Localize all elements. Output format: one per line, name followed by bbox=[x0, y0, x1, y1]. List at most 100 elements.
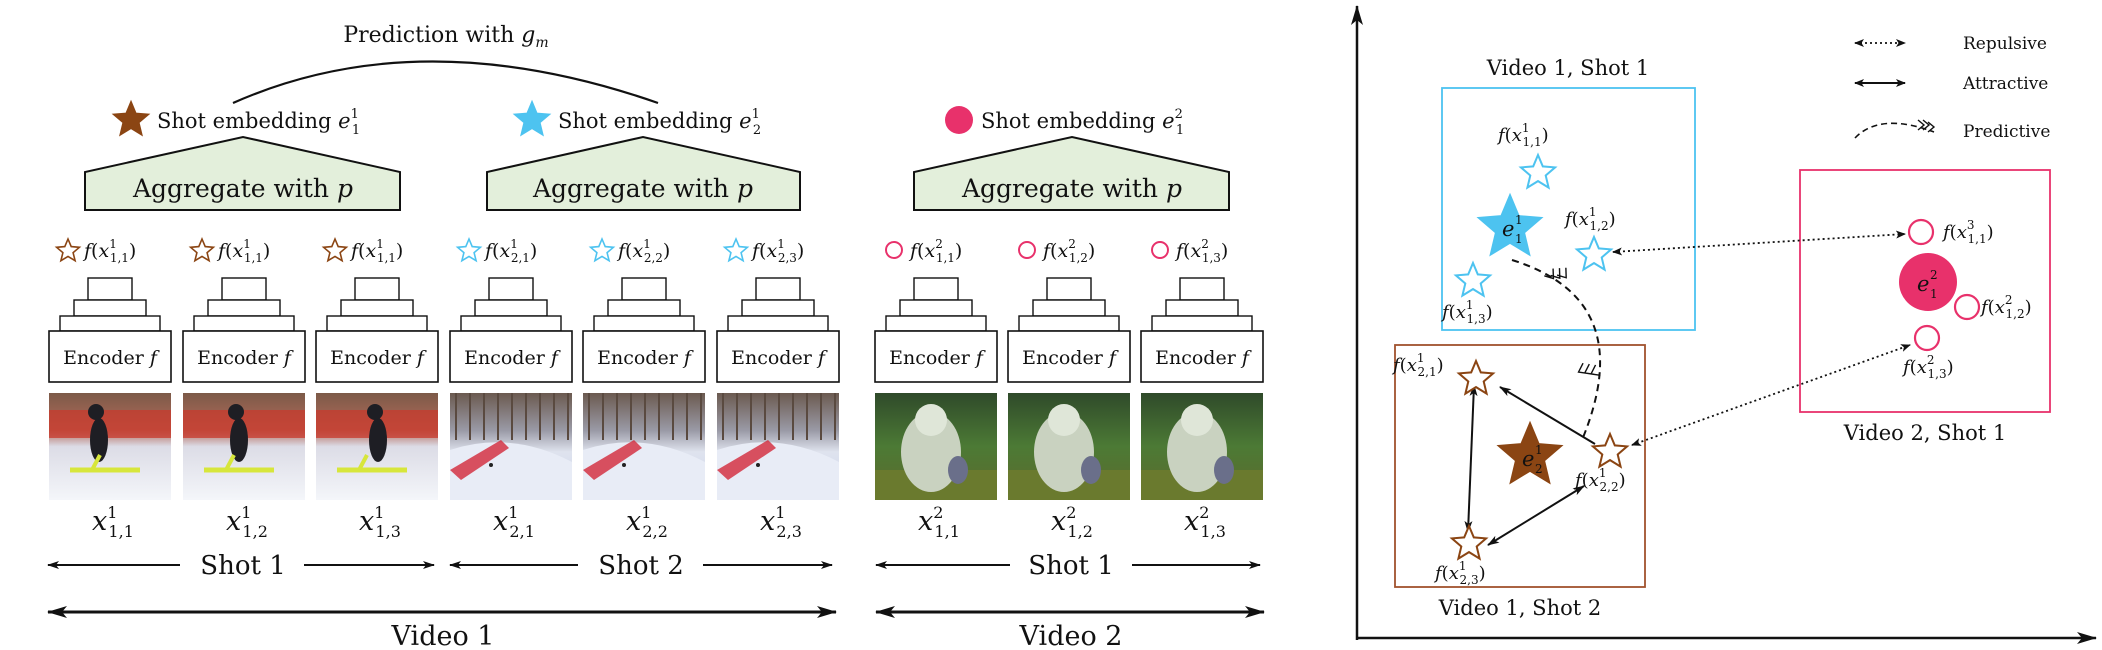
outline-star-icon bbox=[1518, 152, 1558, 190]
svg-text:1: 1 bbox=[1930, 287, 1938, 301]
svg-text:Predictive: Predictive bbox=[1963, 122, 2050, 142]
legend: Repulsive Attractive Predictive bbox=[1854, 34, 2050, 142]
video-frame-thumbnail bbox=[875, 393, 997, 500]
svg-text:Shot embedding e12: Shot embedding e12 bbox=[558, 107, 761, 138]
video-frame-thumbnail bbox=[450, 393, 572, 500]
video-frame-thumbnail bbox=[316, 393, 438, 500]
svg-text:Video 2, Shot 1: Video 2, Shot 1 bbox=[1843, 421, 2006, 445]
svg-text:2: 2 bbox=[1535, 462, 1543, 476]
repulsive-link-2 bbox=[1631, 344, 1911, 446]
outline-circle-icon bbox=[885, 241, 903, 259]
svg-text:Encoder f: Encoder f bbox=[197, 347, 294, 369]
video-1-span: Video 1 bbox=[47, 606, 837, 650]
video-1-label: Video 1 bbox=[391, 621, 495, 650]
svg-text:Encoder f: Encoder f bbox=[597, 347, 694, 369]
svg-text:Aggregate with p: Aggregate with p bbox=[132, 174, 353, 203]
filled-star-icon bbox=[1496, 420, 1564, 485]
shot-3-span: Shot 1 bbox=[875, 551, 1261, 581]
svg-text:Encoder f: Encoder f bbox=[1155, 347, 1252, 369]
video-2-span: Video 2 bbox=[875, 606, 1265, 650]
video-2-label: Video 2 bbox=[1019, 621, 1123, 650]
encoder-block: Encoder f bbox=[1007, 277, 1131, 383]
filled-star-icon bbox=[1476, 192, 1544, 257]
encoder-block: Encoder f bbox=[582, 277, 706, 383]
encoder-block: Encoder f bbox=[1140, 277, 1264, 383]
outline-circle-icon bbox=[1953, 293, 1981, 321]
svg-text:1: 1 bbox=[1515, 213, 1523, 227]
svg-text:Shot embedding e11: Shot embedding e11 bbox=[157, 107, 360, 138]
shot-1-label: Shot 1 bbox=[200, 551, 285, 581]
video-frame-thumbnail bbox=[583, 393, 705, 500]
encoder-block: Encoder f bbox=[716, 277, 840, 383]
shot-2-label: Shot 2 bbox=[598, 551, 683, 581]
outline-star-icon bbox=[321, 236, 349, 263]
outline-star-icon bbox=[1574, 234, 1614, 272]
svg-text:Attractive: Attractive bbox=[1962, 74, 2048, 94]
svg-text:Encoder f: Encoder f bbox=[1022, 347, 1119, 369]
outline-star-icon bbox=[1590, 431, 1630, 469]
encoder-block: Encoder f bbox=[182, 277, 306, 383]
outline-circle-icon bbox=[1018, 241, 1036, 259]
svg-text:e: e bbox=[1522, 447, 1534, 471]
legend-repulsive: Repulsive bbox=[1854, 34, 2047, 54]
filled-circle-icon bbox=[945, 106, 973, 134]
filled-star-icon bbox=[111, 99, 151, 137]
predictive-arrow bbox=[1511, 259, 1602, 441]
outline-star-icon bbox=[588, 236, 616, 263]
prediction-label: Prediction with gm bbox=[343, 23, 548, 51]
legend-predictive: Predictive bbox=[1854, 119, 2050, 142]
svg-text:Video 1, Shot 1: Video 1, Shot 1 bbox=[1486, 56, 1649, 80]
svg-text:2: 2 bbox=[1930, 268, 1938, 282]
outline-star-icon bbox=[1453, 260, 1493, 298]
svg-text:Shot embedding e21: Shot embedding e21 bbox=[981, 107, 1184, 138]
svg-text:e: e bbox=[1502, 217, 1514, 241]
prediction-arc bbox=[232, 60, 659, 105]
repulsive-link-1 bbox=[1612, 230, 1906, 256]
outline-circle-icon bbox=[1913, 324, 1941, 352]
video-frame-thumbnail bbox=[1141, 393, 1263, 500]
outline-star-icon bbox=[54, 236, 82, 263]
video-frame-thumbnail bbox=[183, 393, 305, 500]
svg-text:e: e bbox=[1917, 272, 1929, 296]
encoder-block: Encoder f bbox=[48, 277, 172, 383]
outline-star-icon bbox=[1449, 523, 1489, 561]
outline-star-icon bbox=[188, 236, 216, 263]
filled-circle-icon bbox=[1899, 253, 1957, 311]
outline-star-icon bbox=[1456, 358, 1496, 396]
svg-text:Repulsive: Repulsive bbox=[1963, 34, 2047, 54]
embedding-space-panel: Repulsive Attractive Predictive Video 1,… bbox=[1351, 5, 2097, 644]
aggregate-block-2: Aggregate with p bbox=[486, 135, 801, 211]
svg-text:Encoder f: Encoder f bbox=[731, 347, 828, 369]
